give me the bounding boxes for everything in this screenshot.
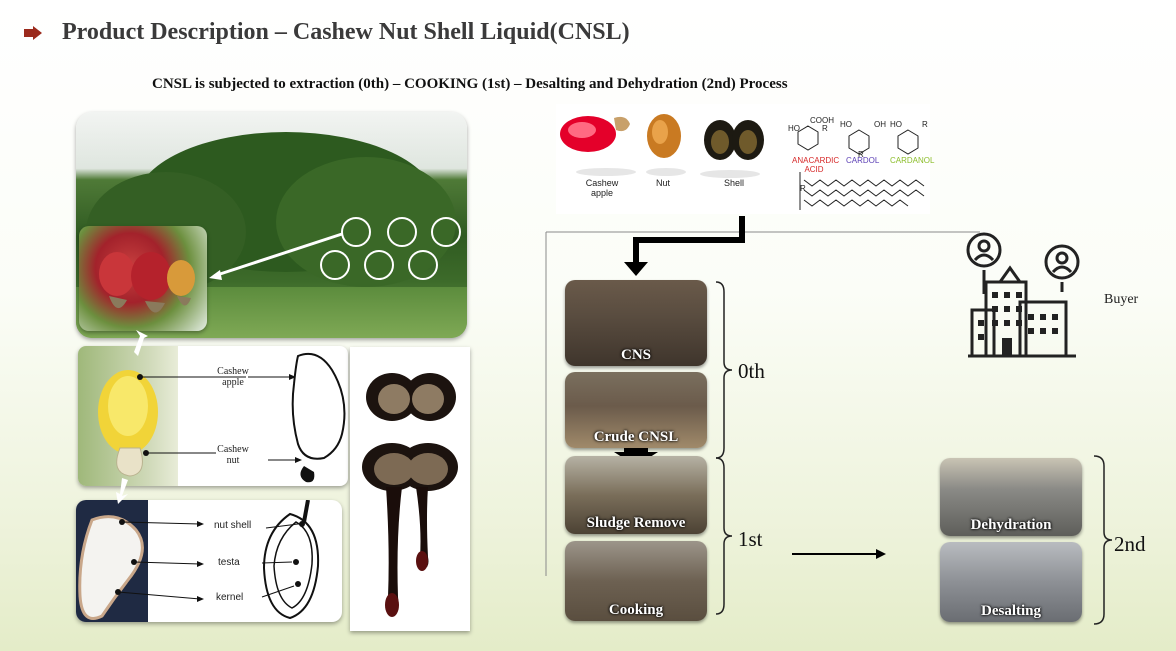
down-arrow-icon	[130, 330, 154, 360]
cashew-apple-diagram: Cashew apple Cashew nut	[78, 346, 348, 486]
testa-label: testa	[218, 557, 240, 568]
nut-item: Nut	[656, 178, 670, 188]
phase-2nd-label: 2nd	[1114, 532, 1146, 557]
step-cooking: Cooking	[565, 541, 707, 621]
step-desalting: Desalting	[940, 542, 1082, 622]
product-components-strip: Cashew apple Nut Shell COOH HO R HO OH R…	[556, 104, 930, 214]
buyer-building-icon	[964, 230, 1084, 362]
step-sludge-remove-caption: Sludge Remove	[565, 515, 707, 532]
nut-shell-label: nut shell	[214, 520, 251, 531]
cnsl-drip-photo	[350, 347, 470, 631]
step-cns-caption: CNS	[565, 347, 707, 364]
step-sludge-remove: Sludge Remove	[565, 456, 707, 534]
cashew-apple-label: Cashew apple	[212, 366, 254, 388]
step-crude-cnsl-caption: Crude CNSL	[565, 429, 707, 446]
phase-0th-label: 0th	[738, 359, 765, 384]
ho-label-3: HO	[890, 120, 902, 129]
step-desalting-caption: Desalting	[940, 603, 1082, 620]
down-arrow-icon-2	[112, 478, 136, 504]
phase-1st-label: 1st	[738, 527, 763, 552]
step-dehydration-caption: Dehydration	[940, 517, 1082, 534]
step-dehydration: Dehydration	[940, 458, 1082, 536]
cashew-apple-item: Cashew apple	[582, 178, 622, 198]
cardanol-label: CARDANOL	[890, 156, 934, 165]
kernel-label: kernel	[216, 592, 243, 603]
page-subtitle: CNSL is subjected to extraction (0th) – …	[152, 76, 788, 93]
anacardic-acid-label: ANACARDIC ACID	[792, 156, 836, 174]
step-cns: CNS	[565, 280, 707, 366]
r-chain-label: R	[800, 184, 806, 193]
phase-braces	[712, 280, 742, 630]
cardol-label: CARDOL	[846, 156, 879, 165]
r-label-3: R	[922, 120, 928, 129]
step-cooking-caption: Cooking	[565, 602, 707, 619]
step-crude-cnsl: Crude CNSL	[565, 372, 707, 448]
shell-item: Shell	[724, 178, 744, 188]
cashew-fruit-photo	[79, 226, 207, 331]
buyer-label: Buyer	[1104, 292, 1138, 308]
ho-label-2: HO	[840, 120, 852, 129]
oh-label: OH	[874, 120, 886, 129]
kernel-cross-section: nut shell testa kernel	[76, 500, 342, 622]
r-label-1: R	[822, 124, 828, 133]
arrow-bullet-icon	[24, 26, 42, 40]
ho-label-1: HO	[788, 124, 800, 133]
page-title: Product Description – Cashew Nut Shell L…	[62, 19, 630, 46]
cashew-nut-label: Cashew nut	[212, 444, 254, 466]
